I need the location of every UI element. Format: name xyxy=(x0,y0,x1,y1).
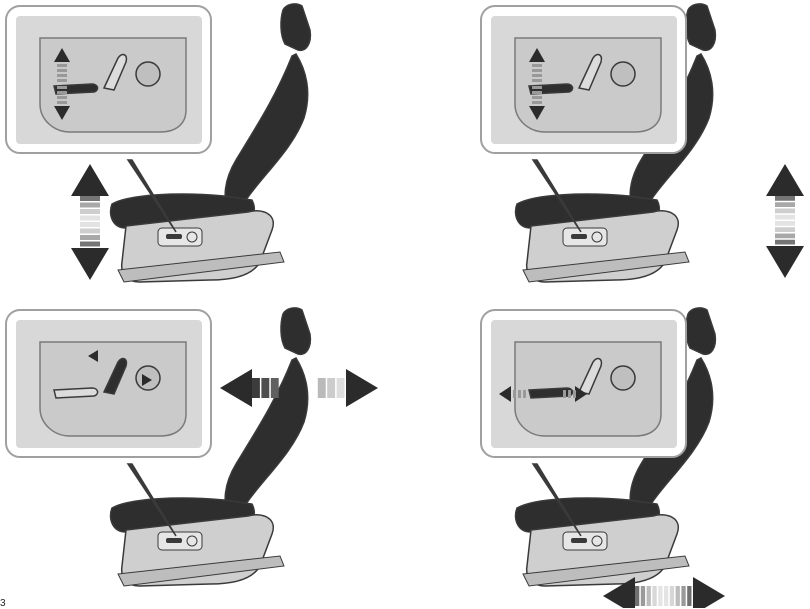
control-inset xyxy=(6,310,211,457)
panel-seatback-recline-adjust xyxy=(0,304,405,608)
panel-illustration xyxy=(0,0,405,304)
control-inset xyxy=(481,6,686,153)
panel-seat-rear-height-adjust xyxy=(405,0,810,304)
lumbar-button xyxy=(136,62,160,86)
seat-switch xyxy=(529,388,573,398)
panel-illustration xyxy=(405,0,810,304)
seat-switch xyxy=(54,388,98,398)
lumbar-button xyxy=(611,366,635,390)
seat-headrest xyxy=(281,4,310,50)
control-inset xyxy=(481,310,686,457)
panel-illustration xyxy=(405,304,810,608)
caption-fragment: 3 xyxy=(0,598,6,609)
panel-illustration xyxy=(0,304,405,608)
seatback xyxy=(225,54,308,212)
height-motion-arrow xyxy=(766,164,804,278)
control-inset xyxy=(6,6,211,153)
panel-seat-height-adjust xyxy=(0,0,405,304)
panel-seat-fore-aft-adjust xyxy=(405,304,810,608)
seat-headrest xyxy=(686,308,715,354)
seat-headrest xyxy=(686,4,715,50)
seat-headrest xyxy=(281,308,310,354)
height-motion-arrow xyxy=(71,164,109,280)
lumbar-button xyxy=(611,62,635,86)
